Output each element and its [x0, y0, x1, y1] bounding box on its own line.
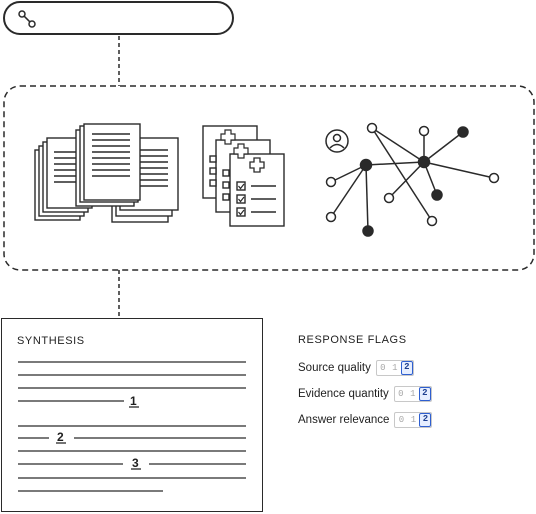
person-icon	[325, 129, 349, 153]
citation-marker-1: 1	[130, 394, 137, 408]
score-option[interactable]: 1	[410, 414, 417, 425]
knowledge-graph-icon	[325, 122, 500, 237]
score-option[interactable]: 2	[400, 360, 413, 375]
citation-marker-3: 3	[132, 456, 139, 470]
document-stack-icon	[34, 123, 179, 223]
synthesis-text-lines: 1 2 3	[18, 361, 246, 492]
score-option[interactable]: 0	[398, 414, 405, 425]
flag-label: Source quality	[298, 361, 371, 374]
flag-label: Answer relevance	[298, 413, 390, 426]
response-flags-title: RESPONSE FLAGS	[298, 334, 407, 346]
connection-icon	[17, 9, 39, 36]
synthesis-card: SYNTHESIS 1 2 3	[1, 318, 263, 512]
score-option[interactable]: 1	[392, 362, 398, 373]
citation-marker-2: 2	[57, 430, 64, 444]
score-option[interactable]: 0	[398, 388, 404, 399]
score-option[interactable]: 2	[419, 412, 432, 427]
score-option[interactable]: 0	[380, 362, 386, 373]
query-input[interactable]	[3, 1, 234, 35]
synthesis-title: SYNTHESIS	[17, 335, 85, 347]
medical-records-icon	[202, 125, 285, 227]
flag-label: Evidence quantity	[298, 387, 389, 400]
score-option[interactable]: 2	[418, 386, 431, 401]
score-option[interactable]: 1	[410, 388, 416, 399]
